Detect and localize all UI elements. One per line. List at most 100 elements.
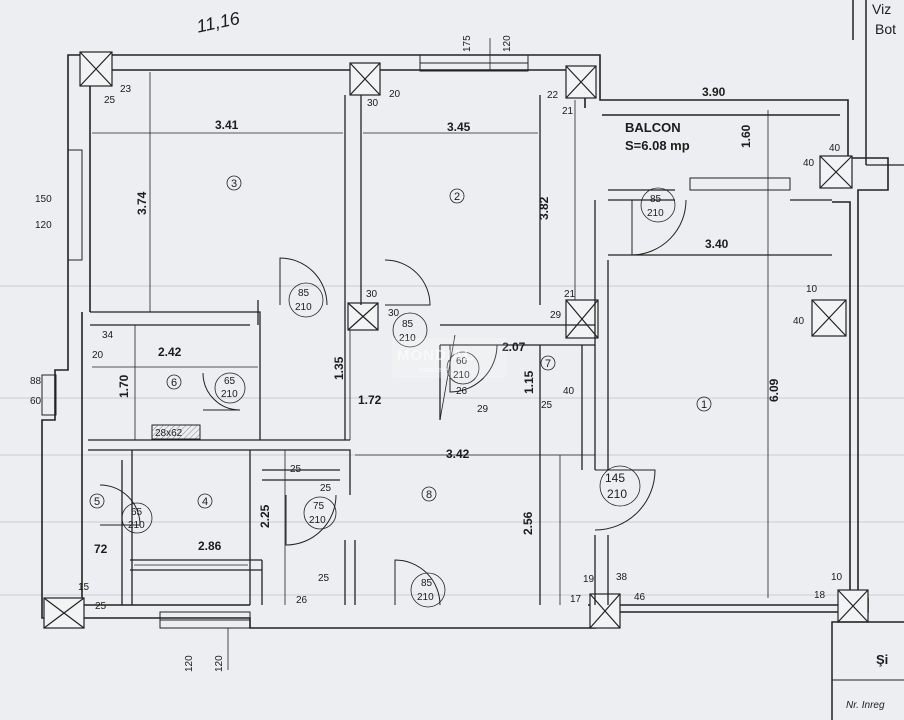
svg-text:25: 25 xyxy=(320,483,332,494)
svg-text:210: 210 xyxy=(221,389,238,400)
dim-3-40: 3.40 xyxy=(705,237,729,251)
svg-text:23: 23 xyxy=(120,84,132,95)
svg-text:29: 29 xyxy=(477,404,489,415)
svg-text:26: 26 xyxy=(456,386,468,397)
dim-6-09: 6.09 xyxy=(767,378,781,402)
door-label-8: 145 210 xyxy=(599,465,641,507)
dim-1-72: 1.72 xyxy=(358,393,382,407)
svg-text:30: 30 xyxy=(366,289,378,300)
svg-text:210: 210 xyxy=(399,333,416,344)
dim-2-56: 2.56 xyxy=(521,511,535,535)
svg-text:210: 210 xyxy=(453,370,470,381)
svg-text:60: 60 xyxy=(456,356,468,367)
dim-1-35: 1.35 xyxy=(332,356,346,380)
dim-2-25: 2.25 xyxy=(258,504,272,528)
svg-text:8: 8 xyxy=(426,489,432,501)
dim-72: 72 xyxy=(94,542,108,556)
balcony-area: S=6.08 mp xyxy=(625,138,690,153)
svg-text:40: 40 xyxy=(829,143,841,154)
svg-text:3: 3 xyxy=(231,178,237,190)
svg-text:20: 20 xyxy=(389,89,401,100)
svg-text:175: 175 xyxy=(462,35,473,52)
svg-text:17: 17 xyxy=(570,594,582,605)
room-label-1: 1 xyxy=(696,396,712,412)
dim-3-82: 3.82 xyxy=(537,196,551,220)
door-label-1: 85 210 xyxy=(288,282,324,318)
svg-text:10: 10 xyxy=(806,284,818,295)
svg-text:120: 120 xyxy=(35,220,52,231)
svg-text:22: 22 xyxy=(547,90,559,101)
svg-text:19: 19 xyxy=(583,574,595,585)
svg-text:85: 85 xyxy=(421,578,433,589)
svg-text:38: 38 xyxy=(616,572,628,583)
svg-text:25: 25 xyxy=(95,601,107,612)
legend-subtitle: Nr. Inreg xyxy=(846,700,885,711)
dim-2-86: 2.86 xyxy=(198,539,222,553)
svg-text:25: 25 xyxy=(318,573,330,584)
room-label-3: 3 xyxy=(226,175,242,191)
room-label-6: 6 xyxy=(166,374,182,390)
dim-3-41: 3.41 xyxy=(215,118,239,132)
sheet-number: 11,16 xyxy=(195,8,243,37)
legend-box: Şi Nr. Inreg xyxy=(831,621,904,720)
svg-text:150: 150 xyxy=(35,194,52,205)
duct-label: 28x62 xyxy=(155,428,183,439)
dim-3-42: 3.42 xyxy=(446,447,470,461)
dim-2-42: 2.42 xyxy=(158,345,182,359)
room-label-8: 8 xyxy=(421,486,437,502)
dim-3-90: 3.90 xyxy=(702,85,726,99)
door-label-5: 60 210 xyxy=(446,351,480,385)
door-labels: 85 210 85 210 85 210 65 210 60 210 65 21… xyxy=(121,187,676,608)
svg-text:15: 15 xyxy=(78,582,90,593)
room-label-2: 2 xyxy=(449,188,465,204)
svg-text:40: 40 xyxy=(793,316,805,327)
svg-text:210: 210 xyxy=(295,302,312,313)
dimension-labels: 3.41 3.45 3.90 1.60 3.74 3.82 3.40 6.09 … xyxy=(94,85,781,556)
svg-text:85: 85 xyxy=(402,319,414,330)
title-block-text-2: Bot xyxy=(875,21,896,37)
balcony-name: BALCON xyxy=(625,120,681,135)
svg-text:25: 25 xyxy=(541,400,553,411)
dim-2-07: 2.07 xyxy=(502,340,526,354)
svg-text:4: 4 xyxy=(202,496,208,508)
door-swings xyxy=(99,199,687,606)
svg-text:65: 65 xyxy=(224,376,236,387)
dim-3-74: 3.74 xyxy=(135,191,149,215)
svg-text:26: 26 xyxy=(296,595,308,606)
small-annotations: 175 120 23 25 30 20 22 21 40 40 150 120 … xyxy=(30,35,843,672)
svg-text:46: 46 xyxy=(634,592,646,603)
dim-1-15: 1.15 xyxy=(522,370,536,394)
svg-text:120: 120 xyxy=(184,655,195,672)
watermark: MONDIAL imobiliare xyxy=(392,338,507,378)
watermark-sub: imobiliare xyxy=(418,367,448,374)
svg-text:5: 5 xyxy=(94,496,100,508)
title-block: Viz Bot xyxy=(852,0,904,166)
structural-columns xyxy=(43,51,869,629)
room-label-7: 7 xyxy=(540,355,556,371)
svg-text:75: 75 xyxy=(313,501,325,512)
svg-text:210: 210 xyxy=(309,515,326,526)
legend-title: Şi xyxy=(876,652,888,667)
room-label-5: 5 xyxy=(89,493,105,509)
svg-text:40: 40 xyxy=(803,158,815,169)
dimension-lines xyxy=(92,38,848,670)
dim-3-45: 3.45 xyxy=(447,120,471,134)
title-block-text-1: Viz xyxy=(872,1,891,17)
svg-text:34: 34 xyxy=(102,330,114,341)
svg-text:210: 210 xyxy=(128,520,145,531)
door-label-2: 85 210 xyxy=(392,312,428,348)
door-label-6: 65 210 xyxy=(121,502,153,534)
room-label-4: 4 xyxy=(197,493,213,509)
door-label-3: 85 210 xyxy=(640,187,676,223)
svg-text:120: 120 xyxy=(214,655,225,672)
svg-text:2: 2 xyxy=(454,191,460,203)
svg-text:145: 145 xyxy=(605,471,625,485)
svg-text:30: 30 xyxy=(388,308,400,319)
svg-text:25: 25 xyxy=(290,464,302,475)
svg-text:210: 210 xyxy=(647,208,664,219)
svg-text:18: 18 xyxy=(814,590,826,601)
svg-text:88: 88 xyxy=(30,376,42,387)
svg-text:10: 10 xyxy=(831,572,843,583)
svg-text:30: 30 xyxy=(367,98,379,109)
svg-text:25: 25 xyxy=(104,95,116,106)
